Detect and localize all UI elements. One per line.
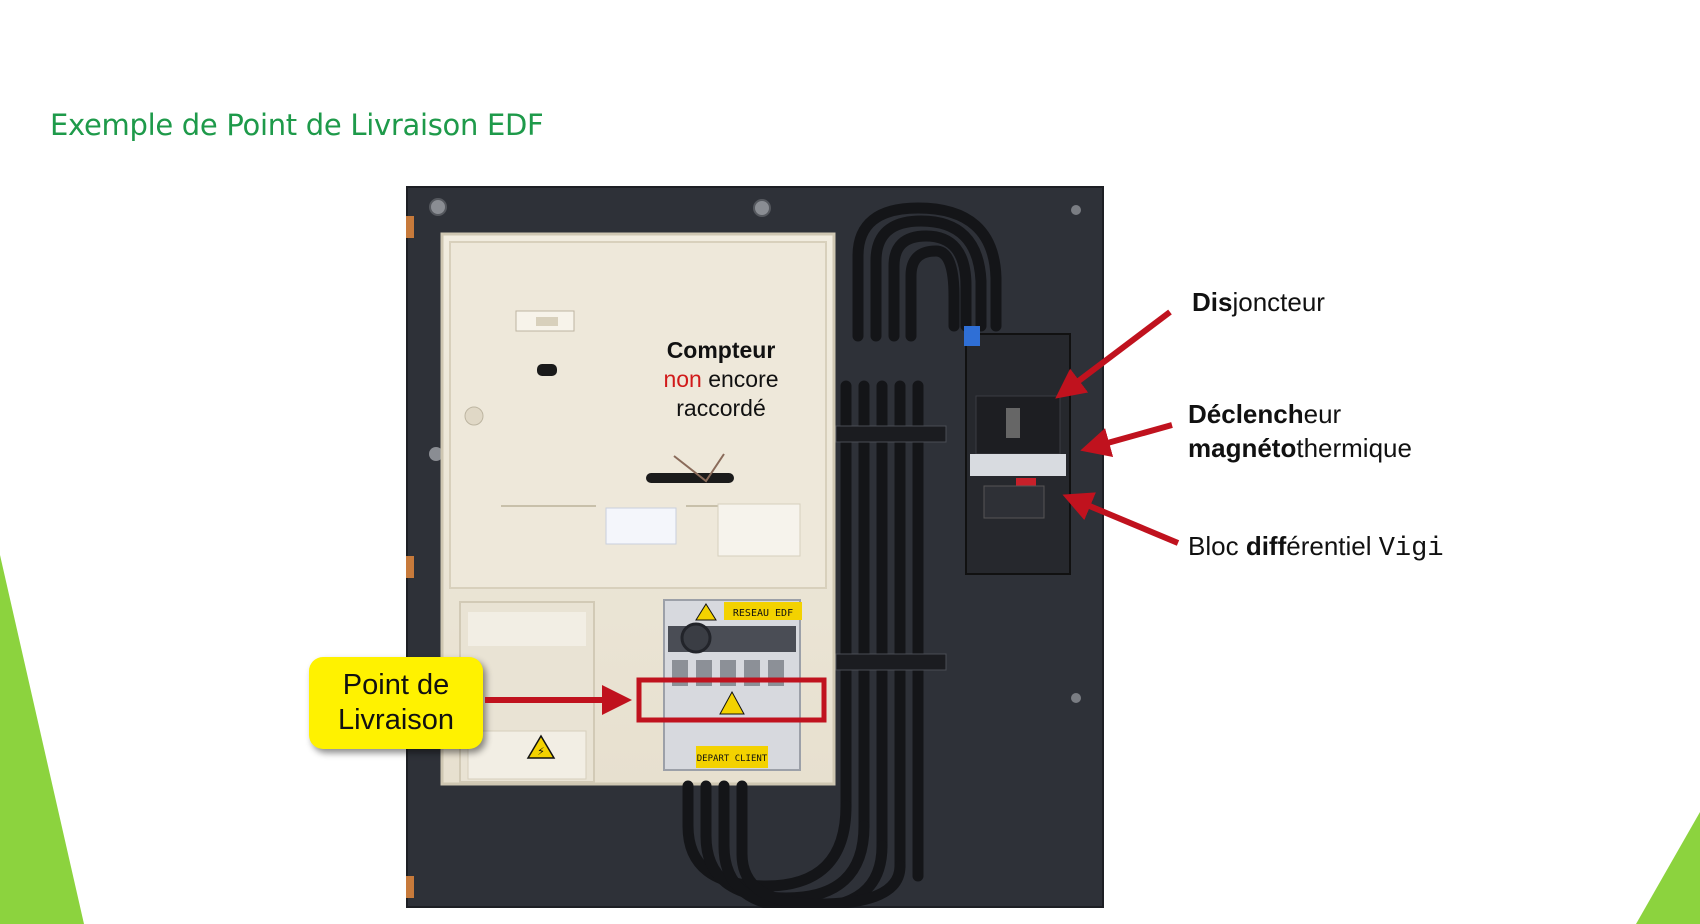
- right-green-accent: [1636, 812, 1700, 924]
- compteur-line3: raccordé: [676, 395, 766, 421]
- sticker-reseau: RESEAU EDF: [733, 608, 793, 619]
- bloc-mono: Vigi: [1378, 534, 1444, 564]
- declencheur-bold2: magnéto: [1188, 433, 1297, 463]
- declencheur-rest1: eur: [1303, 399, 1342, 429]
- slide-title: Exemple de Point de Livraison EDF: [50, 108, 544, 142]
- bloc-rest: érentiel: [1286, 531, 1379, 561]
- compteur-rest: encore: [701, 366, 779, 392]
- disjoncteur-rest: joncteur: [1232, 287, 1325, 317]
- left-green-accent: [0, 555, 84, 924]
- compteur-label: Compteur non encore raccordé: [616, 336, 826, 423]
- panel-photo-drawing: ⚡ RESEAU EDF DEPART CLIENT: [406, 186, 1104, 908]
- point-de-livraison-callout: Point de Livraison: [309, 657, 483, 749]
- declencheur-label: Déclencheur magnétothermique: [1188, 397, 1412, 465]
- sticker-depart: DEPART CLIENT: [697, 754, 768, 764]
- bloc-pre: Bloc: [1188, 531, 1246, 561]
- declencheur-rest2: thermique: [1296, 433, 1412, 463]
- compteur-bold: Compteur: [666, 337, 776, 363]
- svg-text:⚡: ⚡: [537, 745, 545, 758]
- bloc-bold: diff: [1245, 531, 1287, 561]
- panel-photo: ⚡ RESEAU EDF DEPART CLIENT: [406, 186, 1104, 908]
- disjoncteur-label: Disjoncteur: [1192, 285, 1325, 319]
- bloc-label: Bloc différentiel Vigi: [1188, 529, 1444, 566]
- pdl-line2: Livraison: [337, 704, 455, 736]
- pdl-line1: Point de: [342, 669, 450, 701]
- declencheur-bold1: Déclench: [1188, 399, 1304, 429]
- disjoncteur-bold: Dis: [1192, 287, 1233, 317]
- compteur-red: non: [663, 366, 702, 392]
- cables: [682, 202, 1002, 908]
